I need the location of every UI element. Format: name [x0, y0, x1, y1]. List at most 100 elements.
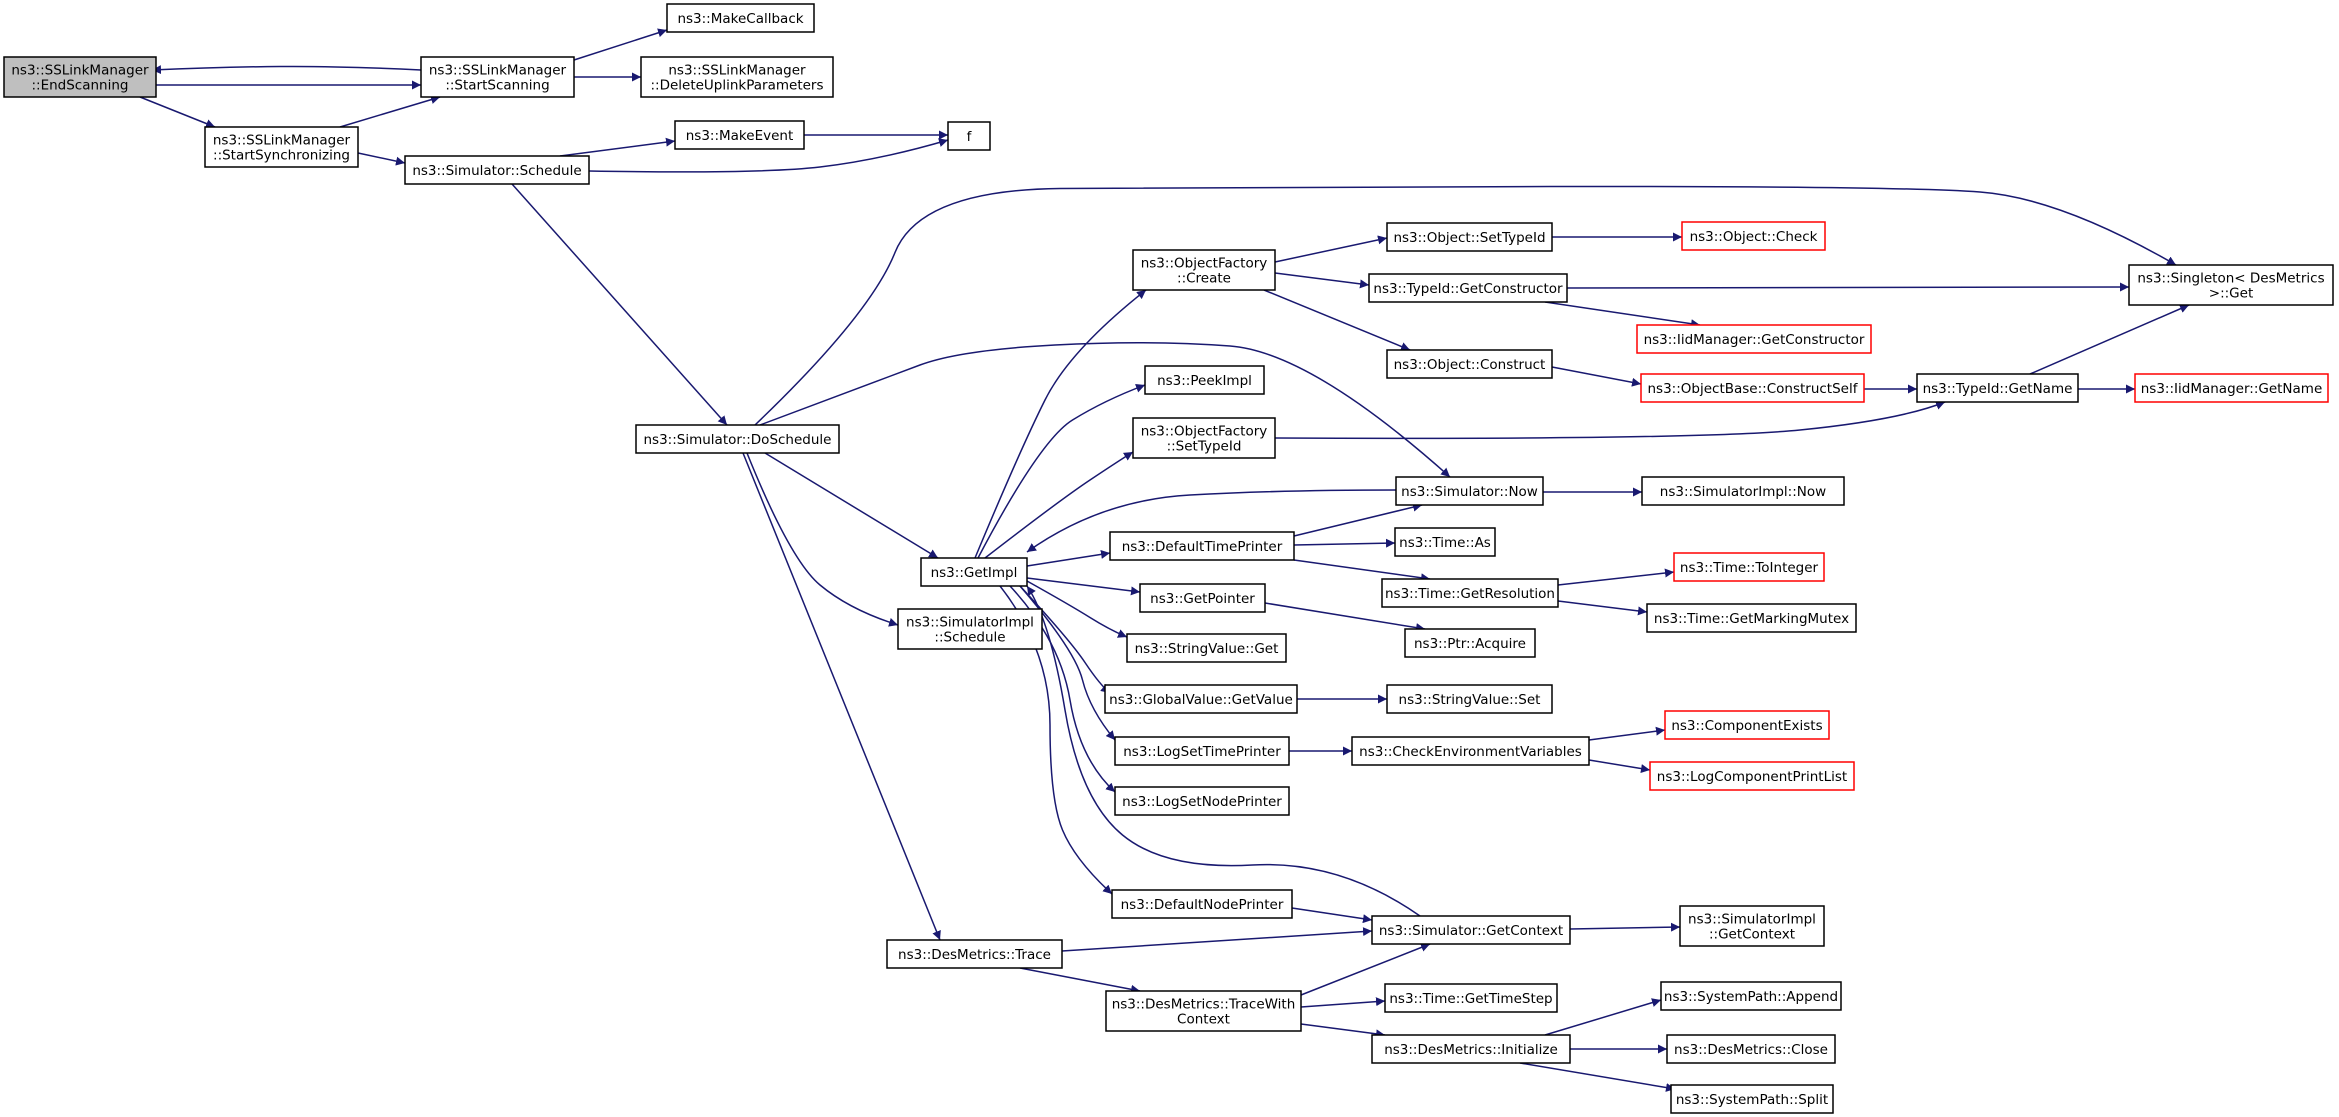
node-box: [1114, 736, 1290, 766]
node-gvgetvalue[interactable]: ns3::GlobalValue::GetValue: [1104, 684, 1298, 714]
node-stringvalueget[interactable]: ns3::StringValue::Get: [1126, 633, 1287, 663]
edge-objconstruct-to-constructself: [1551, 366, 1642, 387]
node-markingmutex[interactable]: ns3::Time::GetMarkingMutex: [1646, 603, 1857, 633]
node-simimplgetcontext[interactable]: ns3::SimulatorImpl::GetContext: [1679, 905, 1825, 947]
node-label: ns3::SSLinkManager: [11, 63, 149, 79]
node-tointeger[interactable]: ns3::Time::ToInteger: [1673, 552, 1825, 582]
node-box: [1386, 349, 1553, 379]
node-gettimestep[interactable]: ns3::Time::GetTimeStep: [1384, 983, 1558, 1013]
node-f[interactable]: f: [947, 121, 991, 151]
node-deleteuplink[interactable]: ns3::SSLinkManager::DeleteUplinkParamete…: [640, 56, 834, 98]
node-syssplit[interactable]: ns3::SystemPath::Split: [1670, 1084, 1834, 1114]
edge-desmetricstrace-to-tracewithcontext: [1019, 967, 1141, 994]
node-defnodeprinter[interactable]: ns3::DefaultNodePrinter: [1111, 889, 1293, 919]
node-makecallback[interactable]: ns3::MakeCallback: [666, 3, 815, 33]
node-doschedule[interactable]: ns3::Simulator::DoSchedule: [635, 424, 840, 454]
node-getimpl[interactable]: ns3::GetImpl: [920, 557, 1028, 587]
edge-ofsettypeid-to-getname: [1274, 401, 1946, 440]
node-objcheck[interactable]: ns3::Object::Check: [1681, 221, 1826, 251]
node-sysappend[interactable]: ns3::SystemPath::Append: [1660, 981, 1842, 1011]
edge-getimpl-to-gvgetvalue: [1019, 585, 1111, 694]
edge-schedule-to-doschedule: [511, 183, 728, 426]
node-simimplschedule[interactable]: ns3::SimulatorImpl::Schedule: [897, 608, 1043, 650]
node-label: ns3::PeekImpl: [1157, 373, 1252, 389]
node-singleton[interactable]: ns3::Singleton< DesMetrics >::Get: [2128, 264, 2334, 306]
node-box: [1664, 710, 1830, 740]
node-objconstruct[interactable]: ns3::Object::Construct: [1386, 349, 1553, 379]
node-getpointer[interactable]: ns3::GetPointer: [1139, 583, 1266, 613]
node-getname[interactable]: ns3::TypeId::GetName: [1916, 373, 2079, 403]
node-compexists[interactable]: ns3::ComponentExists: [1664, 710, 1830, 740]
node-iidgetconstructor[interactable]: ns3::IidManager::GetConstructor: [1636, 324, 1872, 354]
node-ofcreate[interactable]: ns3::ObjectFactory::Create: [1132, 249, 1276, 291]
node-desclose[interactable]: ns3::DesMetrics::Close: [1666, 1034, 1836, 1064]
node-ptracquire[interactable]: ns3::Ptr::Acquire: [1404, 628, 1536, 658]
edge-ofcreate-to-getconstructor: [1274, 272, 1370, 289]
node-startscanning[interactable]: ns3::SSLinkManager::StartScanning: [420, 56, 575, 98]
node-label: ns3::DesMetrics::Trace: [898, 947, 1051, 963]
node-label: ns3::Object::Construct: [1394, 357, 1546, 373]
node-label: ns3::ObjectBase::ConstructSelf: [1648, 381, 1859, 397]
node-logcomplist[interactable]: ns3::LogComponentPrintList: [1649, 761, 1855, 791]
node-endscanning[interactable]: ns3::SSLinkManager::EndScanning: [3, 56, 157, 98]
node-getconstructor[interactable]: ns3::TypeId::GetConstructor: [1368, 273, 1568, 303]
node-makeevent[interactable]: ns3::MakeEvent: [674, 120, 805, 150]
edge-startscanning-to-makecallback: [573, 28, 668, 61]
node-label: ns3::Object::Check: [1690, 229, 1818, 245]
node-peekimpl[interactable]: ns3::PeekImpl: [1144, 365, 1265, 395]
node-label: ns3::SSLinkManager: [668, 63, 806, 79]
node-box: [1646, 603, 1857, 633]
node-ofsettypeid[interactable]: ns3::ObjectFactory::SetTypeId: [1132, 417, 1276, 459]
node-simgetcontext[interactable]: ns3::Simulator::GetContext: [1371, 915, 1571, 945]
node-label: ::Schedule: [934, 630, 1005, 646]
node-label: ns3::Singleton< DesMetrics: [2137, 271, 2324, 287]
node-timeas[interactable]: ns3::Time::As: [1394, 527, 1496, 557]
edge-getimpl-to-stringvalueget: [1026, 580, 1128, 638]
node-label: ns3::DesMetrics::Close: [1674, 1042, 1828, 1058]
node-box: [1394, 527, 1496, 557]
node-label: ns3::DefaultNodePrinter: [1121, 897, 1284, 913]
node-box: [2128, 264, 2334, 306]
node-getresolution[interactable]: ns3::Time::GetResolution: [1381, 578, 1559, 608]
node-logsettime[interactable]: ns3::LogSetTimePrinter: [1114, 736, 1290, 766]
node-box: [674, 120, 805, 150]
edge-getresolution-to-markingmutex: [1557, 600, 1648, 616]
node-box: [1386, 222, 1553, 252]
edge-doschedule-to-desmetricstrace: [742, 452, 941, 941]
edge-deftimeprinter-to-getresolution: [1293, 559, 1431, 583]
node-box: [947, 121, 991, 151]
node-box: [920, 557, 1028, 587]
node-box: [420, 56, 575, 98]
edge-getresolution-to-tointeger: [1557, 568, 1675, 586]
node-box: [1104, 684, 1298, 714]
node-simnow[interactable]: ns3::Simulator::Now: [1395, 476, 1544, 506]
edge-startscanning-to-endscanning: [151, 65, 422, 75]
node-desinit[interactable]: ns3::DesMetrics::Initialize: [1371, 1034, 1571, 1064]
edge-doschedule-to-getimpl: [764, 452, 939, 559]
node-startsync[interactable]: ns3::SSLinkManager::StartSynchronizing: [204, 126, 359, 168]
edge-startsync-to-schedule: [357, 152, 406, 166]
node-constructself[interactable]: ns3::ObjectBase::ConstructSelf: [1640, 373, 1865, 403]
node-simimplnow[interactable]: ns3::SimulatorImpl::Now: [1641, 476, 1845, 506]
node-schedule[interactable]: ns3::Simulator::Schedule: [404, 155, 590, 185]
node-settypeid[interactable]: ns3::Object::SetTypeId: [1386, 222, 1553, 252]
node-desmetricstrace[interactable]: ns3::DesMetrics::Trace: [886, 939, 1063, 969]
edge-getimpl-to-getpointer: [1026, 577, 1141, 596]
node-box: [1111, 889, 1293, 919]
edge-desmetricstrace-to-simgetcontext: [1061, 927, 1373, 952]
node-label: f: [967, 129, 973, 145]
node-label: ns3::Simulator::Schedule: [412, 163, 581, 179]
node-checkenv[interactable]: ns3::CheckEnvironmentVariables: [1351, 736, 1590, 766]
node-box: [1381, 578, 1559, 608]
node-logsetnode[interactable]: ns3::LogSetNodePrinter: [1114, 786, 1290, 816]
edge-tracewithcontext-to-desinit: [1300, 1023, 1386, 1039]
node-box: [1640, 373, 1865, 403]
node-stringvalueset[interactable]: ns3::StringValue::Set: [1386, 684, 1553, 714]
node-iidgetname[interactable]: ns3::IidManager::GetName: [2134, 373, 2329, 403]
node-label: ns3::IidManager::GetName: [2141, 381, 2323, 397]
node-box: [1679, 905, 1825, 947]
node-deftimeprinter[interactable]: ns3::DefaultTimePrinter: [1109, 531, 1295, 561]
node-box: [635, 424, 840, 454]
edge-getname-to-singleton: [2029, 304, 2190, 375]
